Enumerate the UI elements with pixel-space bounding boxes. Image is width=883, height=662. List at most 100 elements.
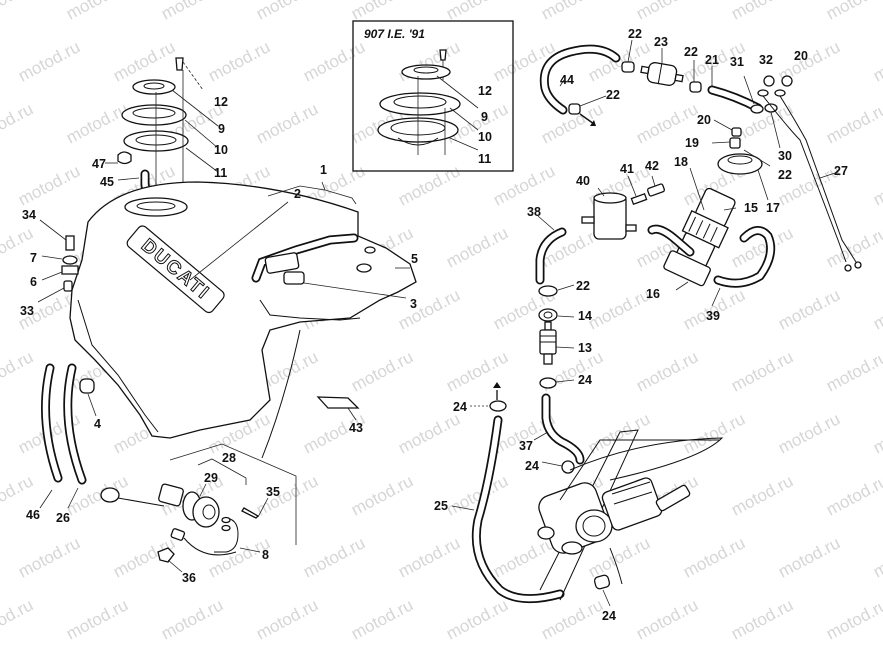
watermark-text: motod.ru (15, 37, 83, 85)
label-15: 15 (744, 201, 758, 215)
watermark-text: motod.ru (15, 533, 83, 581)
watermark-text: motod.ru (870, 285, 883, 333)
watermark-text: motod.ru (0, 0, 36, 24)
watermark-text: motod.ru (538, 0, 606, 24)
label-14: 14 (578, 309, 592, 323)
watermark-text: motod.ru (348, 595, 416, 643)
screw-35 (241, 507, 260, 519)
tank-mount-hardware (37, 219, 79, 303)
label-20-mid: 20 (697, 113, 711, 127)
watermark-text: motod.ru (680, 533, 748, 581)
inset-labels: 12 9 10 11 (478, 84, 492, 166)
watermark-text: motod.ru (823, 347, 883, 395)
watermark-text: motod.ru (585, 37, 653, 85)
label-18: 18 (674, 155, 688, 169)
label-47: 47 (92, 157, 106, 171)
inset-label-11: 11 (478, 152, 491, 166)
watermark-text: motod.ru (348, 347, 416, 395)
inset-label-12: 12 (478, 84, 492, 98)
fuel-tank: DUCATI (69, 181, 417, 439)
watermark-text: motod.ru (443, 347, 511, 395)
watermark-text: motod.ru (158, 595, 226, 643)
spacer-33 (63, 280, 73, 292)
label-31: 31 (730, 55, 744, 69)
label-35: 35 (266, 485, 280, 499)
watermark-text: motod.ru (633, 595, 701, 643)
label-37: 37 (519, 439, 533, 453)
label-5: 5 (411, 252, 418, 266)
inset-label-10: 10 (478, 130, 492, 144)
watermark-text: motod.ru (300, 533, 368, 581)
label-22-hose: 22 (606, 88, 620, 102)
label-3: 3 (410, 297, 417, 311)
label-36: 36 (182, 571, 196, 585)
watermark-text: motod.ru (348, 471, 416, 519)
watermark-text: motod.ru (158, 0, 226, 24)
watermark-text: motod.ru (395, 533, 463, 581)
inset-screw (439, 49, 447, 61)
watermark-text: motod.ru (490, 161, 558, 209)
clamp-24d (593, 574, 611, 590)
pad-43 (316, 396, 360, 409)
label-42: 42 (645, 159, 659, 173)
label-22-filter-left: 22 (628, 27, 642, 41)
label-39: 39 (706, 309, 720, 323)
watermark-text: motod.ru (823, 99, 883, 147)
watermark-text: motod.ru (538, 595, 606, 643)
inline-filter-chain (535, 215, 575, 389)
watermark-text: motod.ru (870, 161, 883, 209)
watermark-text: motod.ru (253, 0, 321, 24)
tank-body (69, 181, 417, 439)
drain-hoses (39, 363, 87, 509)
watermark-text: motod.ru (823, 595, 883, 643)
watermark-text: motod.ru (0, 99, 36, 147)
seal-14 (538, 308, 558, 322)
fitting-41 (630, 192, 648, 206)
watermark-text: motod.ru (775, 285, 843, 333)
clamp-22b (689, 81, 702, 93)
float (100, 487, 120, 503)
sender-bracket (158, 483, 184, 507)
inset-border (352, 20, 514, 172)
label-32: 32 (759, 53, 773, 67)
watermark-text: motod.ru (823, 0, 883, 24)
watermark-text: motod.ru (0, 347, 36, 395)
label-12: 12 (214, 95, 228, 109)
label-44: 44 (560, 73, 574, 87)
watermark-text: motod.ru (870, 37, 883, 85)
watermark-text: motod.ru (728, 471, 796, 519)
label-45: 45 (100, 175, 114, 189)
connector (170, 528, 186, 541)
label-30: 30 (778, 149, 792, 163)
label-24-carb: 24 (525, 459, 539, 473)
clamp-24a (539, 377, 557, 389)
watermark-text: motod.ru (823, 471, 883, 519)
watermark-text: motod.ru (775, 533, 843, 581)
inset-907ie: 907 I.E. '91 (352, 20, 514, 172)
watermark-text: motod.ru (15, 161, 83, 209)
clamp-24c (561, 460, 575, 474)
fuel-filter-line (539, 39, 763, 126)
filler-screw (175, 57, 184, 71)
watermark-text: motod.ru (728, 595, 796, 643)
watermark-text: motod.ru (585, 285, 653, 333)
label-22-filter-right: 22 (684, 45, 698, 59)
label-24-bottom: 24 (602, 609, 616, 623)
grommet-6 (61, 265, 79, 275)
label-19: 19 (685, 136, 699, 150)
label-2: 2 (294, 187, 301, 201)
watermark-text: motod.ru (348, 0, 416, 24)
label-22-chain: 22 (576, 279, 590, 293)
filler-cap (132, 79, 176, 95)
label-41: 41 (620, 162, 634, 176)
clamp-22e (538, 285, 558, 297)
watermark-text: motod.ru (395, 285, 463, 333)
label-17: 17 (766, 201, 780, 215)
label-34: 34 (22, 208, 36, 222)
watermark-text: motod.ru (728, 347, 796, 395)
sender-unit (192, 496, 220, 528)
watermark-text: motod.ru (253, 99, 321, 147)
clamp-22c (568, 103, 581, 115)
watermark-text: motod.ru (633, 347, 701, 395)
